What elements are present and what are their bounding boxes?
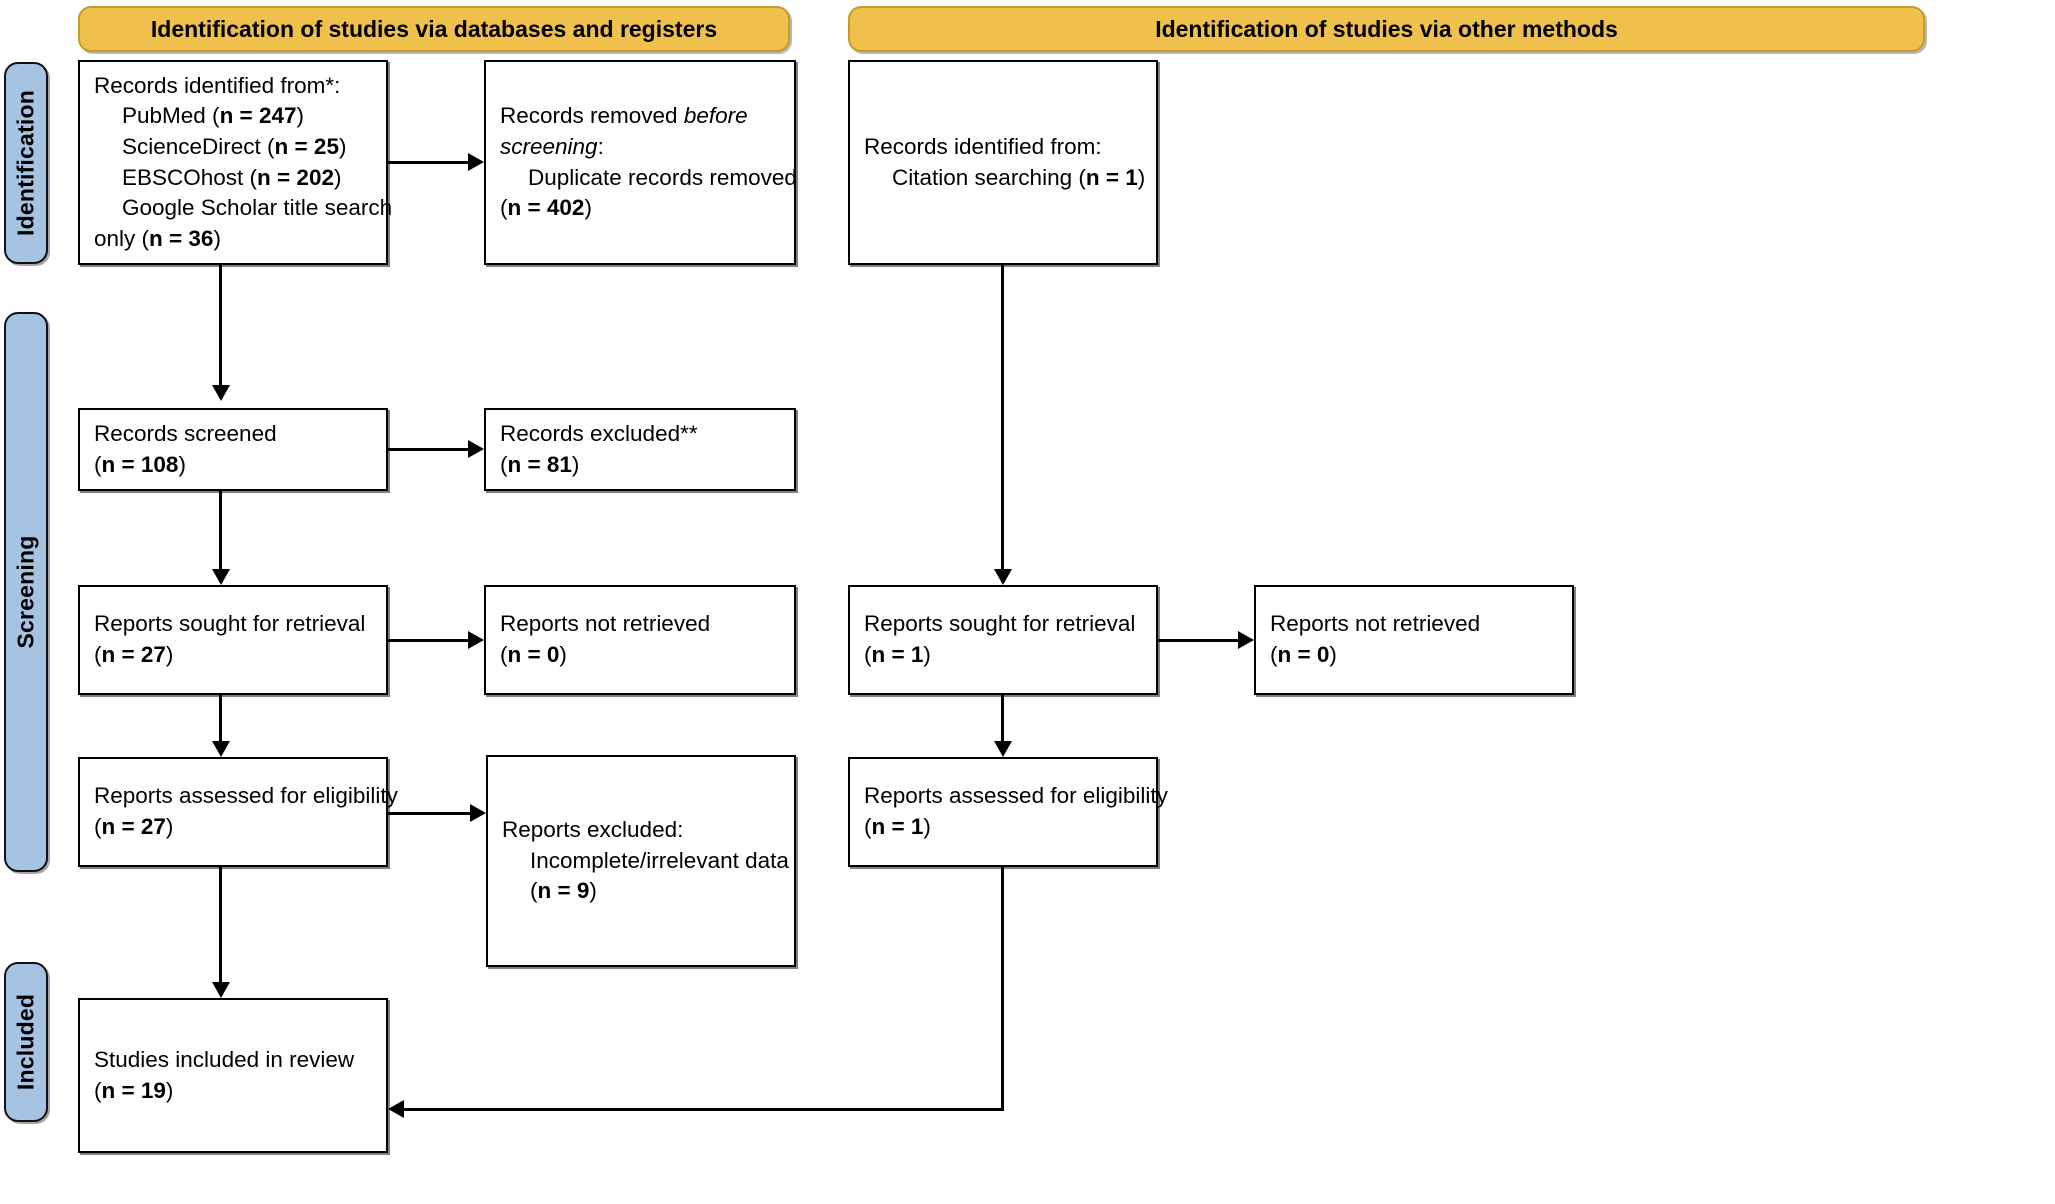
line-0: Records excluded**: [500, 420, 698, 446]
line-1: PubMed (n = 247): [122, 103, 304, 129]
box-records-identified: Records identified from*: PubMed (n = 24…: [78, 60, 393, 265]
section-header-other-methods: Identification of studies via other meth…: [848, 6, 1925, 52]
connector-screened-to-sought: [219, 491, 222, 569]
connector-right-assessed-to-included-vertical: [1001, 867, 1004, 1110]
box-reports-not-retrieved-left: Reports not retrieved (n = 0): [484, 585, 796, 695]
arrowhead-other-to-sought-right: [994, 569, 1012, 585]
line-4: Google Scholar title search: [122, 195, 393, 221]
line-3: EBSCOhost (n = 202): [122, 164, 342, 190]
arrowhead-right-assessed-to-included: [388, 1100, 404, 1118]
line-0: Records removed before: [500, 103, 748, 129]
stage-label-text: Included: [12, 993, 39, 1091]
stage-label-identification: Identification: [4, 62, 48, 264]
box-reports-not-retrieved-right: Reports not retrieved (n = 0): [1254, 585, 1574, 695]
line-1: (n = 0): [1270, 642, 1337, 667]
line-2: (n = 9): [530, 878, 597, 904]
line-5: only (n = 36): [94, 225, 221, 251]
stage-label-screening: Screening: [4, 312, 48, 872]
line-1: (n = 108): [94, 451, 186, 477]
connector-assessed-to-included: [219, 867, 222, 982]
box-studies-included: Studies included in review (n = 19): [78, 998, 388, 1153]
connector-assessed-to-excluded-left: [388, 812, 470, 815]
connector-sought-to-notretrieved-right: [1158, 639, 1238, 642]
arrowhead-sought-to-assessed-right: [994, 741, 1012, 757]
box-records-screened: Records screened (n = 108): [78, 408, 388, 491]
section-header-label: Identification of studies via other meth…: [1155, 15, 1618, 42]
line-2: ScienceDirect (n = 25): [122, 133, 347, 159]
connector-sought-to-notretrieved-left: [388, 639, 468, 642]
line-2: Duplicate records removed: [528, 164, 797, 190]
box-reports-sought-right: Reports sought for retrieval (n = 1): [848, 585, 1158, 695]
connector-sought-to-assessed-left: [219, 695, 222, 741]
line-0: Records identified from:: [864, 133, 1102, 159]
arrowhead-sought-to-assessed-left: [212, 741, 230, 757]
arrowhead-sought-to-notretrieved-left: [468, 631, 484, 649]
line-3: (n = 402): [500, 195, 592, 221]
line-0: Reports not retrieved: [500, 611, 711, 637]
box-reports-sought-left: Reports sought for retrieval (n = 27): [78, 585, 388, 695]
line-1: (n = 19): [94, 1077, 174, 1103]
line-0: Reports sought for retrieval: [94, 611, 366, 637]
box-reports-assessed-left: Reports assessed for eligibility (n = 27…: [78, 757, 398, 867]
line-1: (n = 27): [94, 814, 174, 839]
section-header-label: Identification of studies via databases …: [150, 15, 718, 42]
box-records-excluded: Records excluded** (n = 81): [484, 408, 796, 491]
arrowhead-identified-to-removed: [468, 153, 484, 171]
arrowhead-assessed-to-included: [212, 982, 230, 998]
line-0: Reports excluded:: [502, 817, 684, 843]
connector-right-assessed-to-included-horizontal: [404, 1108, 1004, 1111]
line-1: (n = 27): [94, 642, 174, 667]
stage-label-included: Included: [4, 962, 48, 1122]
arrowhead-screened-to-excluded: [468, 440, 484, 458]
arrowhead-assessed-to-excluded-left: [470, 804, 486, 822]
line-1: (n = 1): [864, 814, 931, 839]
box-records-removed: Records removed before screening: Duplic…: [484, 60, 797, 265]
line-0: Reports assessed for eligibility: [864, 783, 1168, 809]
line-1: (n = 0): [500, 642, 567, 667]
line-0: Reports not retrieved: [1270, 611, 1481, 637]
arrowhead-screened-to-sought: [212, 569, 230, 585]
line-1: Citation searching (n = 1): [892, 164, 1146, 190]
stage-label-text: Screening: [12, 535, 39, 649]
arrowhead-identified-to-screened: [212, 385, 230, 401]
arrowhead-sought-to-notretrieved-right: [1238, 631, 1254, 649]
connector-screened-to-excluded: [388, 448, 468, 451]
box-reports-assessed-right: Reports assessed for eligibility (n = 1): [848, 757, 1168, 867]
connector-identified-to-screened: [219, 265, 222, 385]
line-1: screening:: [500, 133, 604, 159]
connector-sought-to-assessed-right: [1001, 695, 1004, 741]
connector-identified-to-removed: [388, 161, 468, 164]
box-records-identified-other: Records identified from: Citation search…: [848, 60, 1158, 265]
section-header-databases-registers: Identification of studies via databases …: [78, 6, 790, 52]
line-0: Reports assessed for eligibility: [94, 783, 398, 809]
line-0: Reports sought for retrieval: [864, 611, 1136, 637]
line-0: Studies included in review: [94, 1046, 355, 1072]
line-1: Incomplete/irrelevant data: [530, 847, 789, 873]
line-1: (n = 1): [864, 642, 931, 667]
line-1: (n = 81): [500, 451, 580, 477]
line-0: Records identified from*:: [94, 72, 341, 98]
connector-other-to-sought-right: [1001, 265, 1004, 569]
stage-label-text: Identification: [12, 90, 39, 236]
box-reports-excluded-left: Reports excluded: Incomplete/irrelevant …: [486, 755, 796, 967]
line-0: Records screened: [94, 420, 277, 446]
